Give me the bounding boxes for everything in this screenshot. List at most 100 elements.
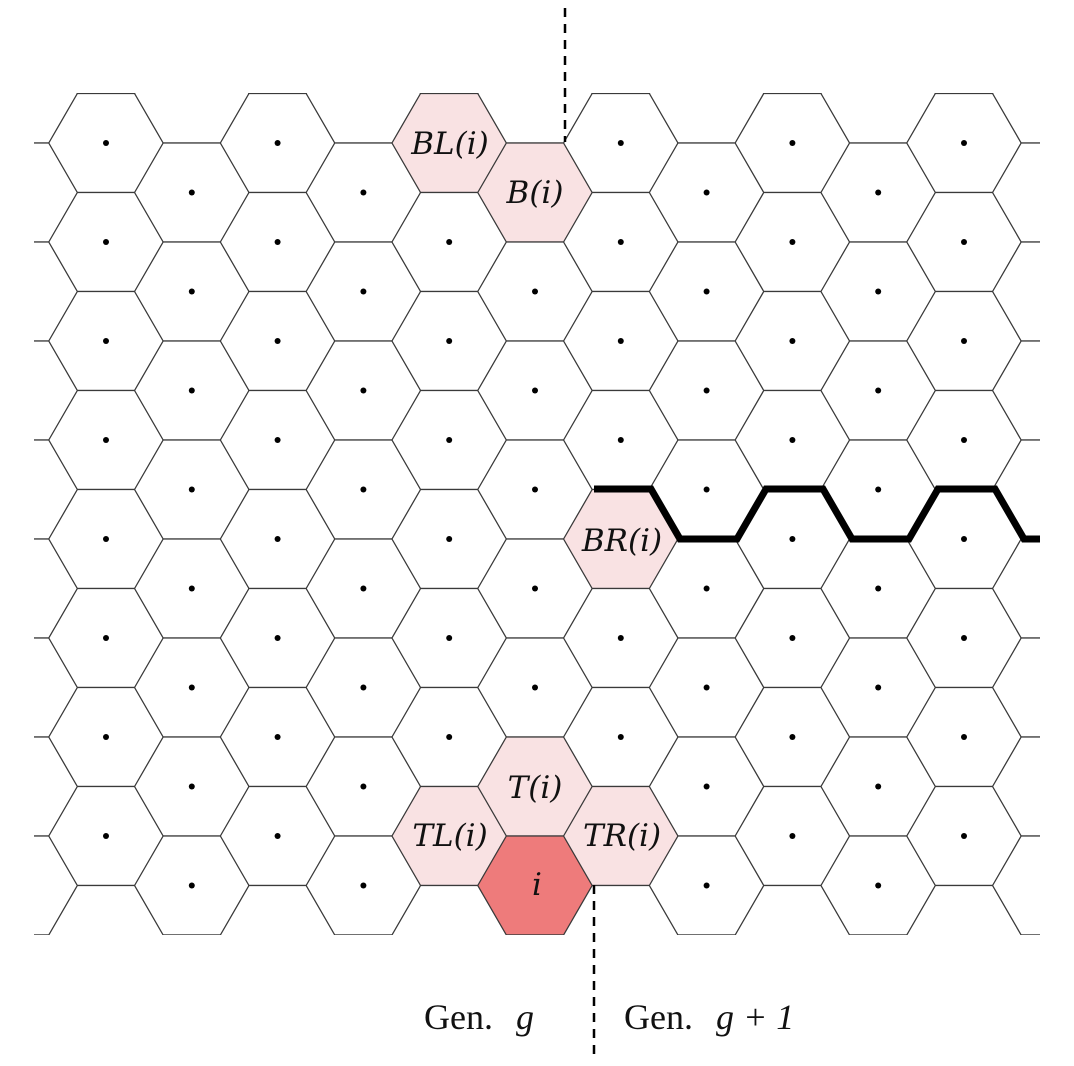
- cell-center-dot: [274, 140, 281, 146]
- cell-center-dot: [274, 239, 281, 245]
- cell-center-dot: [188, 783, 195, 790]
- hex-cell: [248, 93, 308, 95]
- generation-g-plus-1-prefix: Gen.: [624, 997, 693, 1037]
- cell-center-dot: [789, 140, 796, 146]
- cell-center-dot: [188, 585, 195, 592]
- cell-center-dot: [360, 288, 367, 295]
- cell-center-dot: [360, 387, 367, 394]
- label-br: BR(i): [581, 523, 662, 559]
- cell-center-dot: [360, 684, 367, 691]
- cell-center-dot: [446, 734, 453, 740]
- cell-center-dot: [532, 684, 538, 691]
- cell-center-dot: [103, 437, 109, 443]
- hex-cell: [934, 93, 994, 95]
- cell-center-dot: [789, 338, 796, 344]
- cell-center-dot: [103, 536, 109, 542]
- hex-cell: [76, 93, 136, 95]
- cell-center-dot: [446, 536, 453, 542]
- label-tl: TL(i): [412, 818, 487, 854]
- cell-center-dot: [188, 684, 195, 691]
- cell-center-dot: [446, 635, 453, 641]
- hex-cell: [48, 884, 164, 935]
- cell-center-dot: [274, 734, 281, 740]
- cell-center-dot: [703, 387, 710, 394]
- cell-center-dot: [875, 684, 882, 691]
- cell-center-dot: [360, 882, 367, 889]
- cell-center-dot: [274, 437, 281, 443]
- cell-center-dot: [617, 140, 624, 146]
- cell-center-dot: [360, 486, 367, 493]
- cell-center-dot: [875, 585, 882, 592]
- hex-cell: [1020, 934, 1040, 935]
- generation-boundary-line: [594, 485, 1040, 543]
- hex-cell: [991, 835, 1040, 935]
- hex-cell: [734, 884, 851, 935]
- cell-center-dot: [532, 585, 538, 592]
- cell-center-dot: [103, 833, 109, 839]
- cell-center-dot: [360, 189, 367, 196]
- cell-center-dot: [360, 783, 367, 790]
- cell-center-dot: [703, 585, 710, 592]
- hex-cell: [162, 934, 222, 935]
- cell-center-dot: [703, 288, 710, 295]
- hex-cell: [334, 934, 393, 935]
- cell-center-dot: [961, 239, 967, 245]
- cell-center-dot: [961, 437, 967, 443]
- cell-center-dot: [103, 734, 109, 740]
- cell-center-dot: [961, 734, 967, 740]
- cell-center-dot: [532, 486, 538, 493]
- cell-center-dot: [446, 338, 453, 344]
- cell-center-dot: [617, 635, 624, 641]
- hex-cell: [391, 884, 508, 935]
- hex-grid: [34, 93, 1040, 935]
- cell-center-dot: [188, 882, 195, 889]
- generation-g-plus-1-symbol: g + 1: [716, 997, 794, 1037]
- cell-center-dot: [875, 882, 882, 889]
- cell-center-dot: [875, 783, 882, 790]
- cell-center-dot: [789, 536, 796, 542]
- cell-center-dot: [446, 239, 453, 245]
- cell-center-dot: [188, 486, 195, 493]
- cell-center-dot: [961, 140, 967, 146]
- cell-center-dot: [875, 486, 882, 493]
- cell-center-dot: [703, 882, 710, 889]
- cell-center-dot: [274, 338, 281, 344]
- cell-center-dot: [446, 437, 453, 443]
- cell-center-dot: [875, 189, 882, 196]
- generation-g-plus-1-label: Gen. g + 1: [624, 997, 794, 1037]
- cell-center-dot: [789, 437, 796, 443]
- cell-center-dot: [875, 288, 882, 295]
- cell-center-dot: [188, 387, 195, 394]
- cell-center-dot: [703, 783, 710, 790]
- cell-center-dot: [103, 635, 109, 641]
- cell-center-dot: [617, 338, 624, 344]
- cell-center-dot: [703, 684, 710, 691]
- cell-center-dot: [875, 387, 882, 394]
- cell-center-dot: [961, 635, 967, 641]
- generation-g-prefix: Gen.: [424, 997, 493, 1037]
- hex-cell: [848, 934, 908, 935]
- cell-center-dot: [617, 437, 624, 443]
- label-b: B(i): [506, 175, 564, 211]
- cell-center-dot: [274, 833, 281, 839]
- hex-cell: [419, 93, 479, 95]
- hex-cell: [906, 884, 1022, 935]
- cell-center-dot: [703, 486, 710, 493]
- cell-center-dot: [789, 734, 796, 740]
- hex-cell: [562, 884, 679, 935]
- label-t: T(i): [508, 770, 563, 806]
- cell-center-dot: [703, 189, 710, 196]
- cell-center-dot: [103, 140, 109, 146]
- cell-center-dot: [274, 536, 281, 542]
- cell-center-dot: [961, 833, 967, 839]
- hex-cell: [219, 884, 336, 935]
- generation-g-label: Gen. g: [424, 997, 534, 1037]
- cell-center-dot: [789, 833, 796, 839]
- cell-center-dot: [789, 635, 796, 641]
- cell-center-dot: [360, 585, 367, 592]
- cell-center-dot: [617, 239, 624, 245]
- hex-cell: [762, 93, 822, 95]
- label-tr: TR(i): [583, 818, 661, 854]
- cell-center-dot: [532, 288, 538, 295]
